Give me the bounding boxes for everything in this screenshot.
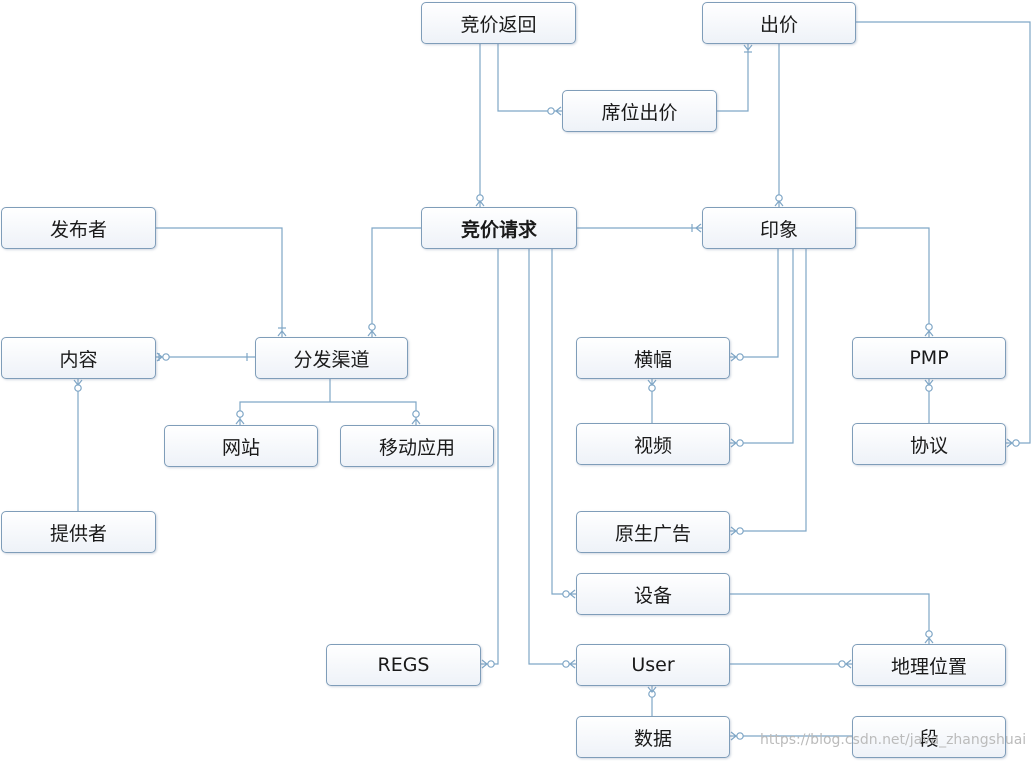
entity-label: 印象 — [759, 218, 798, 241]
entity-deal[interactable]: 协议 — [852, 423, 1006, 465]
entity-label: 段 — [919, 727, 939, 750]
entity-data[interactable]: 数据 — [576, 716, 730, 758]
entity-producer[interactable]: 提供者 — [1, 511, 156, 553]
entity-label: 分发渠道 — [293, 348, 370, 371]
link-impression-banner — [730, 249, 779, 358]
entity-pmp[interactable]: PMP — [852, 337, 1006, 379]
entity-website[interactable]: 网站 — [164, 425, 318, 467]
link-bid-request-device — [551, 249, 576, 595]
entity-label: 出价 — [759, 13, 798, 36]
link-channel-site-app — [239, 379, 417, 425]
link-impression-pmp — [856, 227, 930, 337]
link-seat-bid-bid — [717, 44, 749, 112]
entity-label: 内容 — [59, 348, 98, 371]
entity-bid[interactable]: 出价 — [702, 2, 856, 44]
link-impression-native — [730, 249, 807, 532]
entity-label: 发布者 — [49, 218, 107, 241]
entity-label: 视频 — [633, 434, 672, 457]
link-publisher-channel — [156, 227, 283, 337]
entity-label: 移动应用 — [378, 436, 455, 459]
entity-segment[interactable]: 段 — [852, 716, 1006, 758]
entity-seat-bid[interactable]: 席位出价 — [562, 90, 717, 132]
entity-bid-return[interactable]: 竞价返回 — [421, 2, 576, 44]
entity-banner[interactable]: 横幅 — [576, 337, 730, 379]
entity-label: 原生广告 — [614, 522, 691, 545]
link-impression-video — [730, 249, 794, 444]
entity-impression[interactable]: 印象 — [702, 207, 856, 249]
entity-mobile-app[interactable]: 移动应用 — [340, 425, 494, 467]
entity-label: PMP — [909, 347, 949, 369]
entity-content[interactable]: 内容 — [1, 337, 156, 379]
entity-distribution-channel[interactable]: 分发渠道 — [255, 337, 408, 379]
entity-label: 竞价返回 — [460, 13, 537, 36]
entity-native-ad[interactable]: 原生广告 — [576, 511, 730, 553]
link-bid-deal — [856, 21, 1031, 444]
entity-label: 设备 — [633, 584, 672, 607]
entity-geo[interactable]: 地理位置 — [852, 644, 1006, 686]
entity-device[interactable]: 设备 — [576, 573, 730, 615]
entity-label: 席位出价 — [601, 101, 678, 124]
entity-label: User — [631, 654, 675, 676]
link-bid-request-user — [528, 249, 576, 665]
entity-label: 数据 — [633, 727, 672, 750]
link-bid-return-seat-bid — [497, 44, 562, 112]
entity-label: 地理位置 — [890, 655, 967, 678]
link-device-geo — [730, 593, 930, 644]
entity-user[interactable]: User — [576, 644, 730, 686]
link-bid-request-channel — [371, 227, 421, 337]
entity-label: REGS — [377, 654, 430, 676]
entity-bid-request[interactable]: 竞价请求 — [421, 207, 577, 249]
entity-publisher[interactable]: 发布者 — [1, 207, 156, 249]
watermark: https://blog.csdn.net/java_zhangshuai — [760, 732, 1027, 748]
entity-label: 网站 — [221, 436, 260, 459]
entity-label: 协议 — [909, 434, 948, 457]
entity-label: 提供者 — [49, 522, 107, 545]
entity-label: 竞价请求 — [460, 218, 537, 241]
entity-video[interactable]: 视频 — [576, 423, 730, 465]
entity-regs[interactable]: REGS — [326, 644, 481, 686]
entity-label: 横幅 — [633, 348, 672, 371]
